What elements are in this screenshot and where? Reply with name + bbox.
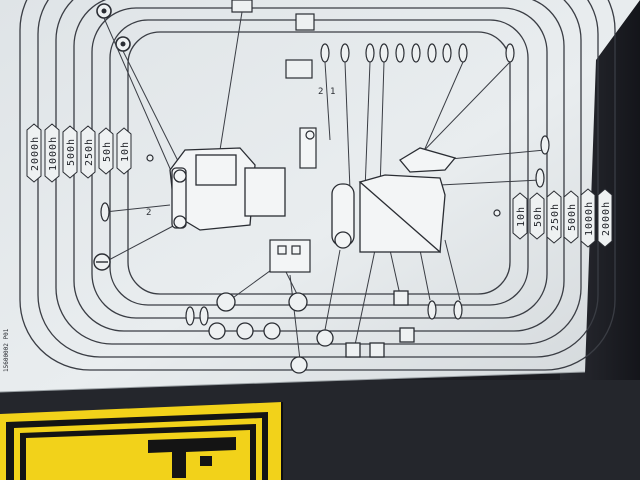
filter-icon (216, 292, 236, 312)
fuel-icon (295, 13, 315, 31)
fuel-icon (316, 329, 334, 347)
interval-label-left: 500h (66, 138, 77, 166)
lift-arrow-icon (148, 437, 236, 478)
interval-label-right: 10h (516, 206, 527, 227)
filter-icon (263, 322, 281, 340)
machine-icon (285, 59, 313, 79)
interval-labels-left: 10h 50h 250h 500h 1000h 2000h (26, 123, 132, 183)
battery-icon (399, 327, 415, 343)
gear-icon (96, 3, 112, 19)
callout-label: 1 (330, 87, 335, 97)
service-icons-row (208, 290, 415, 374)
interval-label-right: 500h (567, 203, 578, 231)
leader-lines (103, 11, 546, 361)
battery-icon (393, 290, 409, 306)
interval-labels-right: 10h 50h 250h 500h 1000h 2000h (512, 188, 613, 248)
interval-label-left: 2000h (30, 136, 41, 171)
interval-label-left: 50h (102, 141, 113, 162)
part-number: 15600002 P01 (3, 328, 10, 372)
grease-point-row (320, 43, 515, 63)
track-view (331, 147, 457, 254)
interval-label-right: 50h (533, 206, 544, 227)
grease-point-lower (100, 135, 550, 326)
interval-label-left: 10h (120, 141, 131, 162)
boom-detail (299, 127, 317, 169)
interval-label-right: 250h (550, 203, 561, 231)
excavator-side-view (169, 147, 286, 231)
warning-sticker (0, 402, 282, 480)
oil-can-icon (93, 253, 111, 271)
oil-can-icon (290, 356, 308, 374)
interval-label-left: 250h (84, 138, 95, 166)
filter-icon (231, 0, 253, 13)
interval-label-right: 1000h (584, 201, 595, 236)
battery-icon (369, 342, 385, 358)
oil-can-icon (288, 292, 308, 312)
gear-icon (115, 36, 131, 52)
callout-label: 2 (318, 87, 323, 97)
filter-icon (236, 322, 254, 340)
interval-label-left: 1000h (48, 136, 59, 171)
interval-label-right: 2000h (601, 201, 612, 236)
filter-icon (208, 322, 226, 340)
battery-icon (345, 342, 361, 358)
callout-label: 2 (146, 208, 151, 218)
engine-block (269, 239, 311, 273)
